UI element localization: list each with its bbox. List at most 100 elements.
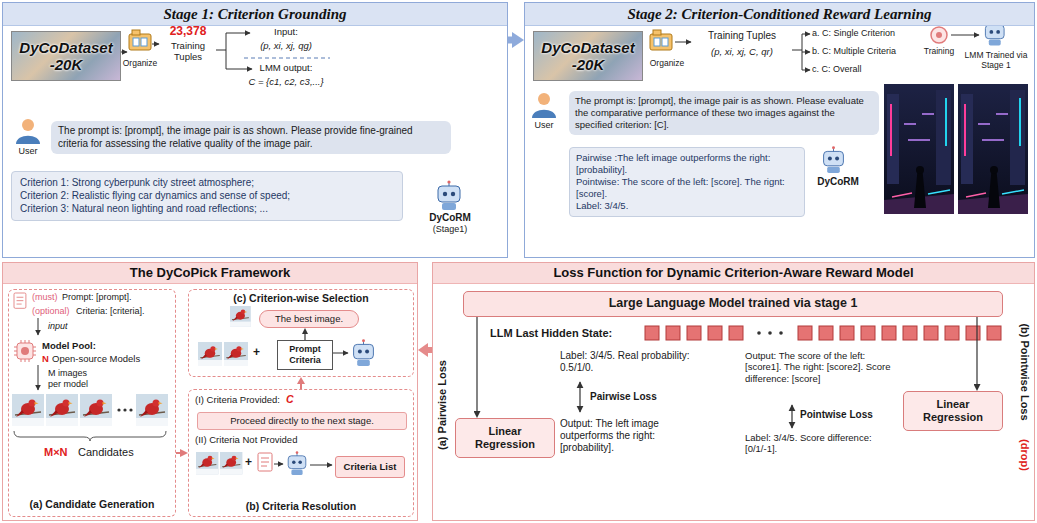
illustration-part: [645, 326, 659, 340]
formula-holder: (p, xi, xj, qg): [236, 40, 336, 51]
illustration-part: [882, 326, 896, 340]
plus-sign: +: [245, 455, 252, 469]
io-label: Input:: [236, 26, 336, 37]
model-note: (Stage1): [416, 224, 484, 235]
loss-name-holder: Pointwise Loss: [800, 409, 873, 421]
pool-label-holder: M images: [48, 368, 87, 379]
illustration-part: [258, 453, 272, 471]
dataset-image: DyCoDataset -20K: [533, 31, 643, 81]
io-label-holder: LMM output:: [236, 62, 336, 73]
option-label-holder: a. C: Single Criterion: [812, 28, 924, 39]
illustration-part: [650, 30, 672, 50]
illustration-part: [840, 326, 854, 340]
box-title: (b) Criteria Resolution: [189, 500, 413, 513]
icon-caption: Training Tuples: [694, 30, 790, 42]
flow-label: input: [48, 321, 68, 332]
output-box: Criteria List: [335, 456, 405, 478]
illustration-part: [958, 84, 1028, 214]
formula: (p, xi, xj, qg): [236, 40, 336, 51]
illustration-part: [798, 326, 812, 340]
icon-caption-holder: Organize: [645, 58, 689, 68]
illustration-part: [38, 318, 39, 335]
illustration-part: [129, 30, 151, 50]
illustration-part: [224, 342, 248, 366]
icon-caption: LMM Trained via Stage 1: [960, 50, 1032, 70]
pool-label-holder: Open-source Models: [52, 353, 140, 364]
icon-caption-holder: User: [12, 146, 44, 157]
illustration-part: [687, 326, 701, 340]
variable-holder: M×N: [44, 446, 68, 459]
icon-caption-holder: Organize: [118, 58, 162, 68]
pool-label-holder: per model: [48, 379, 88, 390]
result-bubble: The best image.: [259, 310, 359, 328]
plus-sign-holder: +: [253, 345, 260, 359]
variable-holder: N: [42, 353, 49, 364]
stage-panel: Stage 2: Criterion-Conditioned Reward Le…: [524, 2, 1035, 258]
option-label: b. C: Multiple Criteria: [812, 46, 924, 57]
illustration-part: [936, 32, 942, 38]
step-box: Proceed directly to the next stage.: [197, 412, 407, 430]
icon-caption: User: [528, 120, 560, 131]
illustration-part: [532, 93, 556, 118]
illustration-part: [288, 451, 306, 475]
illustration-part: [951, 35, 979, 36]
illustration-part: [779, 331, 783, 335]
tag-holder: (optional): [32, 306, 70, 317]
criteria-box: Criterion 1: Strong cyberpunk city stree…: [11, 171, 403, 221]
loss-note: Label: 3/4/5. Real probability: 0.5/1/0.: [560, 350, 690, 374]
tag: (optional): [32, 306, 70, 317]
flow-label-holder: input: [48, 321, 68, 332]
prompt-text: The prompt is: [prompt], the image pair …: [58, 125, 444, 150]
illustration-part: [333, 353, 348, 354]
criterion-text: Criterion 2: Realistic flying car dynami…: [20, 189, 394, 202]
connector-arrow: [476, 317, 477, 411]
panel-title: The DyCoPick Framework: [3, 263, 417, 284]
illustration-part: [579, 382, 580, 412]
illustration-part: [645, 326, 1001, 340]
formula-holder: (p, xi, xj, C, qr): [694, 46, 790, 57]
illustration-part: [802, 34, 810, 35]
tag: (must): [32, 292, 58, 303]
icon-caption: Training Tuples: [160, 40, 216, 63]
illustration-part: [945, 326, 959, 340]
io-label: LMM output:: [236, 62, 336, 73]
model-name: DyCoRM: [416, 212, 484, 224]
count-label-holder: Candidates: [78, 446, 134, 459]
illustration-part: [14, 293, 26, 308]
count-label: Candidates: [78, 446, 134, 459]
icon-caption: Organize: [118, 58, 162, 68]
stage-box: (a) Candidate Generation: [8, 289, 176, 517]
illustration-part: [802, 52, 810, 53]
loss-branch-title-holder: (a) Pairwise Loss: [436, 360, 449, 450]
illustration-part: [987, 326, 1001, 340]
model-name-holder: DyCoRM: [416, 212, 484, 224]
illustration-part: [768, 331, 772, 335]
loss-branch-title: (b) Pointwise Loss: [1017, 323, 1030, 420]
illustration-part: [438, 180, 460, 210]
illustration-part: [802, 70, 810, 71]
io-label-holder: Input:: [236, 26, 336, 37]
illustration-part: [244, 58, 330, 59]
layer-label-holder: LLM Last Hidden State:: [490, 327, 612, 340]
illustration-part: [46, 394, 78, 426]
pool-label-holder: Model Pool:: [42, 340, 96, 351]
model-box: Large Language Model trained via stage 1: [463, 291, 1003, 317]
illustration-part: [17, 343, 33, 359]
illustration-part: [14, 340, 36, 362]
icon-caption-holder: User: [528, 120, 560, 131]
variable: M×N: [44, 446, 68, 459]
case-label-holder: (I) Criteria Provided:: [195, 394, 280, 405]
loss-note: Output: The left image outperforms the r…: [560, 418, 710, 454]
loss-note: Label: 3/4/5. Score difference: [0/1/-1]…: [745, 432, 895, 455]
response-box: Pairwise :The left image outperforms the…: [569, 147, 805, 217]
speech-bubble: The prompt is: [prompt], the image pair …: [569, 91, 879, 135]
formula-holder: C = {c1, c2, c3,...}: [236, 76, 336, 87]
illustration-part: [666, 326, 680, 340]
input-line: Prompt: [prompt].: [62, 292, 132, 303]
loss-name: Pairwise Loss: [590, 391, 657, 403]
prompt-text: The prompt is: [prompt], the image pair …: [575, 95, 873, 131]
drop-note-holder: (drop): [1017, 439, 1030, 471]
illustration-part: [38, 365, 39, 390]
case-label-holder: (II) Criteria Not Provided: [195, 434, 297, 445]
